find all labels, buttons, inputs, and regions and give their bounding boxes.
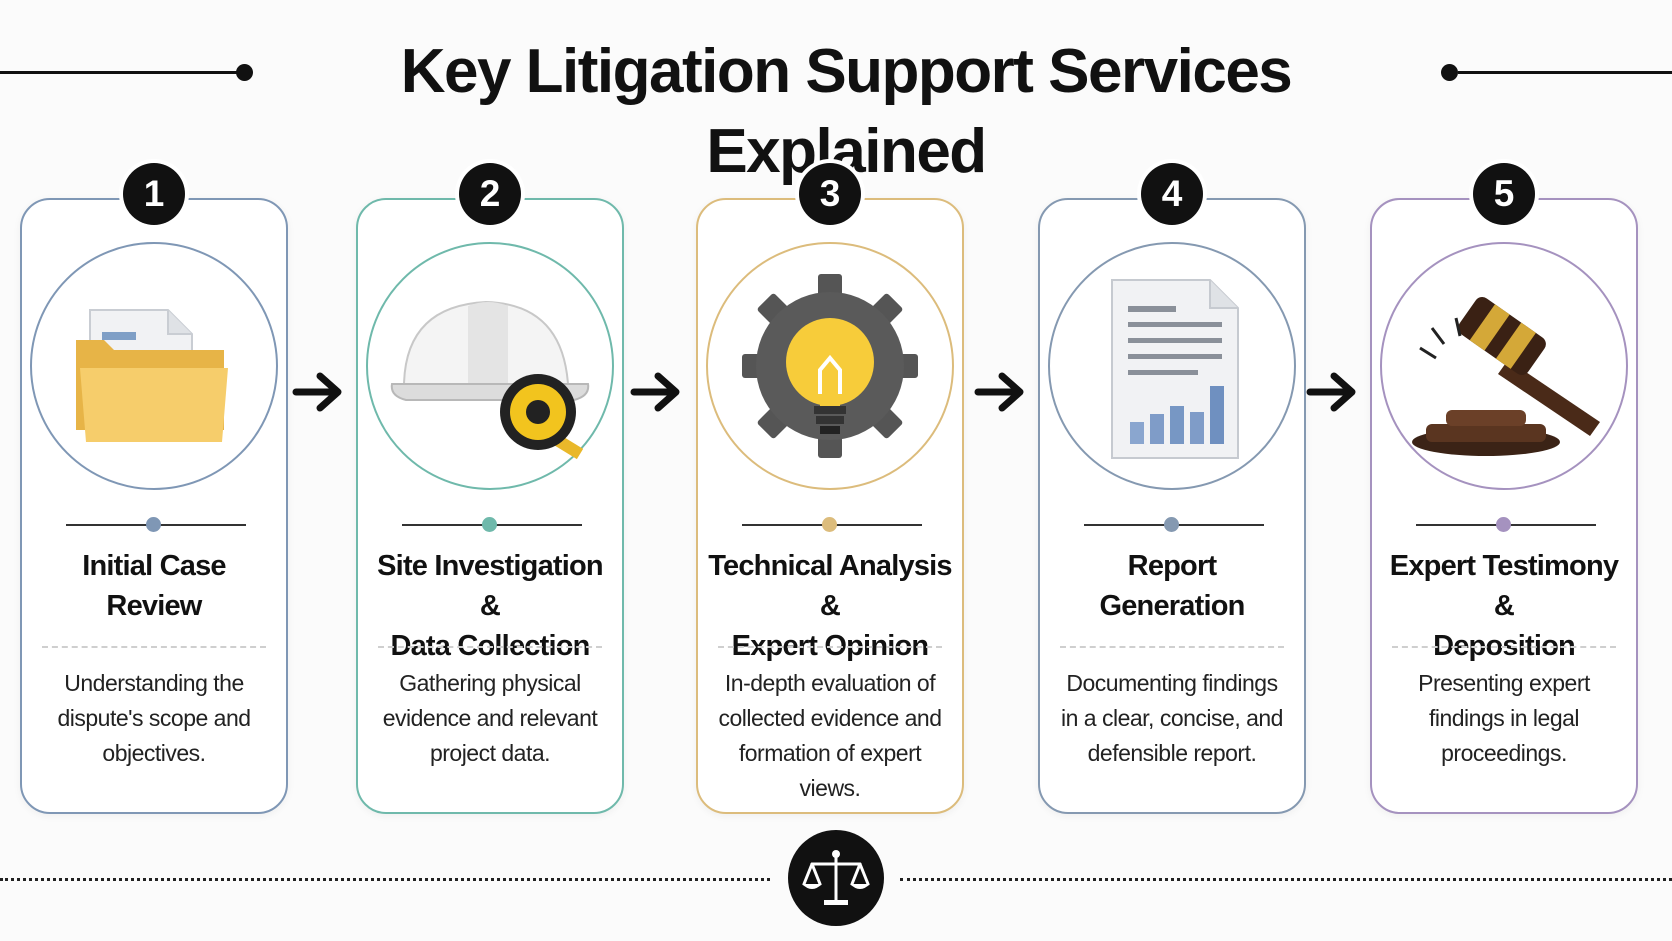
- icon-circle: [706, 242, 954, 490]
- folder-documents-icon: [76, 309, 228, 442]
- arrow-right-icon: [630, 372, 680, 412]
- title-dot-left: [236, 64, 253, 81]
- divider-dot: [822, 517, 837, 532]
- footer-dotted-line-left: [0, 878, 770, 881]
- footer-badge: [788, 830, 884, 926]
- dashed-separator: [1392, 646, 1616, 648]
- page-title: Key Litigation Support Services Explaine…: [400, 37, 1293, 186]
- step-number-badge: 2: [459, 163, 521, 225]
- arrow-right-icon: [974, 372, 1024, 412]
- icon-circle: [366, 242, 614, 490]
- title-rule-right: [1458, 71, 1672, 74]
- step-title: Expert Testimony &Deposition: [1389, 550, 1619, 662]
- arrow-right-icon: [1306, 372, 1356, 412]
- title-dot-right: [1441, 64, 1458, 81]
- hard-hat-tape-measure-icon: [390, 300, 590, 460]
- dashed-separator: [42, 646, 266, 648]
- step-number-badge: 5: [1473, 163, 1535, 225]
- title-rule-left: [0, 71, 240, 74]
- step-card-5: 5 Expert Testimony &Deposition Presentin…: [1370, 163, 1638, 814]
- step-title: Site Investigation &Data Collection: [377, 550, 604, 662]
- footer-dotted-line-right: [900, 878, 1672, 881]
- gear-lightbulb-icon: [742, 274, 918, 458]
- scales-of-justice-icon: [802, 850, 870, 905]
- dashed-separator: [718, 646, 942, 648]
- icon-circle: [30, 242, 278, 490]
- step-title: Technical Analysis &Expert Opinion: [708, 550, 952, 662]
- step-number-badge: 1: [123, 163, 185, 225]
- step-card-3: 3 Technical Analysis &Expert Opinion: [696, 163, 964, 814]
- divider-dot: [1164, 517, 1179, 532]
- dashed-separator: [378, 646, 602, 648]
- title-row: Key Litigation Support Services Explaine…: [0, 30, 1672, 186]
- arrow-right-icon: [292, 372, 342, 412]
- gavel-icon: [1412, 297, 1600, 456]
- dashed-separator: [1060, 646, 1284, 648]
- step-card-2: 2 Site Investigation &Data Collection Ga…: [356, 163, 624, 814]
- divider-dot: [482, 517, 497, 532]
- icon-circle: [1380, 242, 1628, 490]
- step-number-badge: 4: [1141, 163, 1203, 225]
- report-chart-icon: [1111, 279, 1239, 459]
- step-number-badge: 3: [799, 163, 861, 225]
- divider-dot: [146, 517, 161, 532]
- icon-circle: [1048, 242, 1296, 490]
- divider-dot: [1496, 517, 1511, 532]
